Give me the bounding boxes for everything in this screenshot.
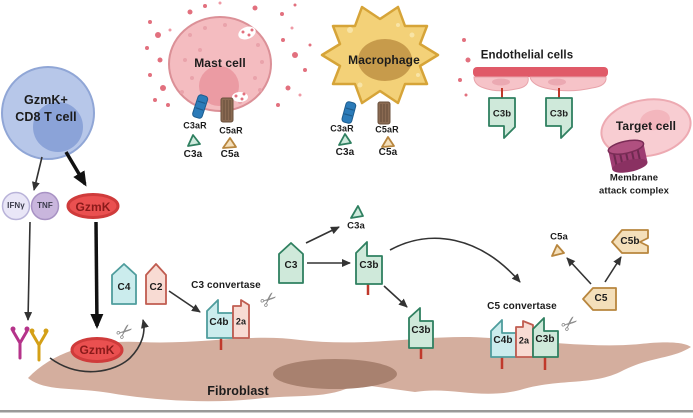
mast-c3a-label: C3a [183, 149, 203, 160]
window-bottom-border [0, 410, 693, 413]
c3b-deposited-label: C3b [411, 325, 431, 336]
cytokine-receptor-magenta-icon [10, 326, 30, 360]
c2-molecule [145, 263, 167, 305]
macrophage-c5ar-label: C5aR [375, 124, 399, 135]
fibroblast-nucleus [273, 359, 397, 389]
c3b-deposited [408, 307, 434, 349]
mast-cell [168, 16, 272, 123]
gzmk-blob-free [66, 193, 120, 219]
arrow-cd8-to-gzmk [64, 151, 87, 187]
c5ar-receptor-mast-icon [220, 97, 234, 123]
mast-c5ar-label: C5aR [219, 125, 243, 136]
macrophage-c3a-label: C3a [335, 147, 355, 158]
c5convertase-2a-label: 2a [518, 335, 530, 346]
arrow-c3b-to-c5convertase [389, 237, 521, 283]
c3convertase-2a-label: 2a [235, 316, 247, 327]
c4-molecule [111, 263, 137, 305]
arrow-cytokines-to-receptors [24, 221, 33, 321]
arrow-c3-to-c3a [305, 226, 340, 244]
fibroblast-cell [28, 336, 691, 402]
macrophage-c3ar-label: C3aR [330, 123, 354, 134]
c3convertase-2a [232, 299, 250, 339]
ifng-molecule [1, 191, 31, 221]
c5convertase-c4b-label: C4b [493, 335, 513, 346]
c5b-label: C5b [620, 236, 640, 247]
endothelial-c3b-left-label: C3b [492, 108, 512, 120]
c5-molecule [582, 287, 617, 311]
arrow-c2-to-c3convertase [168, 290, 201, 313]
membrane-attack-complex [607, 139, 648, 173]
endothelial-cells [473, 67, 608, 139]
c3-molecule [278, 242, 304, 284]
c3a-fragment-mast [187, 134, 201, 147]
c5ar-receptor-macrophage-icon [377, 101, 391, 125]
tnf-molecule [30, 191, 60, 221]
macrophage-cell [320, 5, 440, 125]
gzmk-membrane-label: GzmK [79, 343, 115, 357]
mac-label-line2: attack complex [598, 185, 670, 197]
macrophage-nucleus [358, 39, 412, 81]
c3-label: C3 [284, 260, 298, 271]
c3a-fragment-cleaved [350, 205, 364, 219]
c3b-label: C3b [359, 260, 379, 271]
c3a-label: C3a [347, 220, 365, 232]
cd8-cell-label-line1: GzmK+ [24, 92, 68, 107]
c5convertase-c3b [532, 317, 559, 358]
c5-convertase-label: C5 convertase [487, 301, 557, 312]
c3b-tag-endothelial-left [488, 97, 516, 139]
cd8-t-cell [1, 66, 95, 160]
c3b-tag-endothelial-right [545, 97, 573, 139]
tnf-label: TNF [37, 201, 53, 210]
cytokine-receptor-gold-icon [29, 328, 49, 362]
scissors-icon: ✂ [556, 309, 584, 338]
mast-c5a-label: C5a [220, 149, 240, 160]
c5b-molecule [611, 229, 649, 254]
mast-cell-vacuole [232, 26, 256, 102]
arrow-gzmk-to-fibroblast [90, 221, 104, 329]
c5a-fragment-cleaved [551, 244, 565, 257]
c3a-fragment-macrophage [338, 133, 352, 146]
c5-label: C5 [594, 293, 608, 304]
arrow-cd8-to-cytokines [31, 156, 43, 191]
c3convertase-c4b-label: C4b [209, 317, 229, 328]
mast-cell-label: Mast cell [194, 56, 246, 70]
c4-label: C4 [117, 282, 131, 293]
c2-label: C2 [149, 282, 163, 293]
arrow-gzmk-to-c4c2 [49, 319, 149, 373]
c5a-label: C5a [550, 231, 568, 243]
c3ar-receptor-macrophage-icon [341, 101, 357, 124]
mast-c3ar-label: C3aR [183, 120, 207, 131]
c3-convertase-label: C3 convertase [191, 280, 261, 291]
cd8-cell-label-line2: CD8 T cell [15, 109, 77, 124]
arrow-c3b-to-deposited-c3b [383, 285, 408, 308]
gzmk-free-label: GzmK [75, 200, 111, 214]
endothelial-c3b-right-label: C3b [549, 108, 569, 120]
arrow-c5-to-c5b [604, 256, 622, 283]
c5a-fragment-mast [222, 137, 237, 149]
cd8-t-cell-nucleus [33, 102, 83, 152]
c3b-molecule [355, 241, 383, 285]
c3ar-receptor-mast-icon [192, 94, 209, 119]
gzmk-blob-membrane [70, 337, 124, 363]
mast-cell-nucleus [199, 66, 239, 106]
c5convertase-c3b-label: C3b [535, 334, 555, 345]
macrophage-c5a-label: C5a [378, 147, 398, 158]
mac-label-line1: Membrane [609, 172, 659, 184]
target-cell-label: Target cell [615, 119, 677, 133]
fibroblast-label: Fibroblast [207, 383, 269, 398]
c5a-fragment-macrophage [381, 136, 395, 148]
ifng-label: IFNγ [7, 201, 25, 210]
arrow-c5-to-c5a [566, 257, 592, 285]
endothelial-cells-label: Endothelial cells [480, 49, 574, 62]
macrophage-label: Macrophage [348, 53, 420, 67]
